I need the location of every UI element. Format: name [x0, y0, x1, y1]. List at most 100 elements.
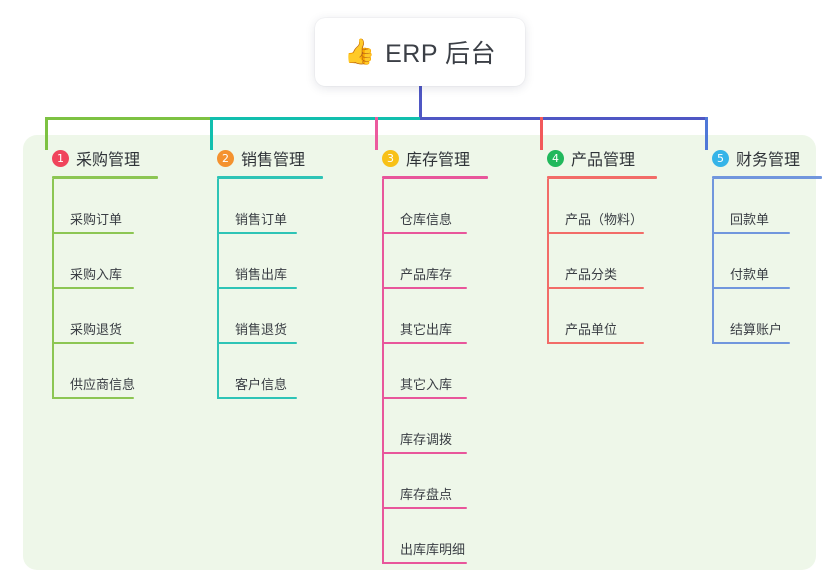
leaf-label: 库存盘点	[400, 487, 453, 502]
leaf-node[interactable]: 其它出库	[382, 289, 488, 344]
leaf-node[interactable]: 供应商信息	[52, 344, 158, 399]
leaf-node[interactable]: 产品分类	[547, 234, 657, 289]
leaf-label: 其它入库	[400, 377, 453, 392]
thumbs-up-icon: 👍	[343, 37, 376, 66]
leaf-rule	[382, 397, 467, 399]
branch-header-2[interactable]: 2 销售管理	[203, 146, 323, 170]
branch-title-2: 销售管理	[241, 152, 306, 169]
leaf-node[interactable]: 回款单	[712, 179, 822, 234]
leaf-rule	[382, 507, 467, 509]
leaf-label: 结算账户	[730, 322, 783, 337]
branch-title-4: 产品管理	[571, 152, 636, 169]
leaf-label: 销售订单	[235, 212, 288, 227]
root-stem-connector	[419, 86, 422, 120]
leaf-rule	[547, 232, 644, 234]
leaf-label: 产品库存	[400, 267, 453, 282]
leaf-label: 库存调拨	[400, 432, 453, 447]
leaf-label: 供应商信息	[70, 377, 136, 392]
branch-header-rule-4	[547, 176, 657, 179]
leaf-label: 采购入库	[70, 267, 123, 282]
leaf-rule	[217, 397, 297, 399]
leaf-node[interactable]: 出库库明细	[382, 509, 488, 564]
root-title: ERP 后台	[385, 40, 497, 68]
branch-drop-connector-5	[705, 117, 708, 150]
leaf-node[interactable]: 库存盘点	[382, 454, 488, 509]
branch-title-1: 采购管理	[76, 152, 141, 169]
branch-drop-connector-3	[375, 117, 378, 150]
branch-number-badge-1: 1	[52, 149, 69, 167]
branch-leaf-list-2: 销售订单销售出库销售退货客户信息	[203, 179, 323, 399]
branch-number-badge-4: 4	[547, 149, 564, 167]
branch-number-badge-2: 2	[217, 149, 234, 167]
branch-number-badge-3: 3	[382, 149, 399, 167]
leaf-node[interactable]: 采购退货	[52, 289, 158, 344]
leaf-label: 回款单	[730, 212, 770, 227]
leaf-rule	[382, 287, 467, 289]
branch-column-1: 1 采购管理采购订单采购入库采购退货供应商信息	[38, 146, 158, 399]
leaf-rule	[547, 342, 644, 344]
leaf-node[interactable]: 仓库信息	[382, 179, 488, 234]
leaf-node[interactable]: 付款单	[712, 234, 822, 289]
leaf-label: 产品分类	[565, 267, 618, 282]
branch-column-5: 5 财务管理回款单付款单结算账户	[698, 146, 822, 344]
branch-header-rule-5	[712, 176, 822, 179]
leaf-label: 采购退货	[70, 322, 123, 337]
leaf-rule	[52, 232, 134, 234]
branch-column-2: 2 销售管理销售订单销售出库销售退货客户信息	[203, 146, 323, 399]
leaf-node[interactable]: 产品（物料）	[547, 179, 657, 234]
leaf-label: 付款单	[730, 267, 770, 282]
leaf-node[interactable]: 销售出库	[217, 234, 323, 289]
branch-column-4: 4 产品管理产品（物料） 产品分类产品单位	[533, 146, 657, 344]
leaf-node[interactable]: 产品单位	[547, 289, 657, 344]
branch-drop-connector-4	[540, 117, 543, 150]
branches-panel	[23, 135, 816, 570]
leaf-label: 产品单位	[565, 322, 618, 337]
leaf-rule	[547, 287, 644, 289]
branch-column-3: 3 库存管理仓库信息产品库存其它出库其它入库库存调拨库存盘点出库库明细	[368, 146, 488, 564]
branch-title-3: 库存管理	[406, 152, 471, 169]
leaf-node[interactable]: 产品库存	[382, 234, 488, 289]
leaf-node[interactable]: 采购入库	[52, 234, 158, 289]
leaf-rule	[217, 342, 297, 344]
leaf-rule	[52, 397, 134, 399]
leaf-node[interactable]: 其它入库	[382, 344, 488, 399]
leaf-rule	[382, 452, 467, 454]
leaf-node[interactable]: 客户信息	[217, 344, 323, 399]
trunk-segment-right	[420, 117, 708, 120]
leaf-rule	[217, 287, 297, 289]
branch-header-1[interactable]: 1 采购管理	[38, 146, 158, 170]
leaf-rule	[217, 232, 297, 234]
branch-leaf-list-5: 回款单付款单结算账户	[698, 179, 822, 344]
leaf-rule	[52, 287, 134, 289]
branch-leaf-list-4: 产品（物料） 产品分类产品单位	[533, 179, 657, 344]
branch-header-3[interactable]: 3 库存管理	[368, 146, 488, 170]
trunk-segment-left	[45, 117, 210, 120]
leaf-label: 客户信息	[235, 377, 288, 392]
leaf-node[interactable]: 销售退货	[217, 289, 323, 344]
leaf-label: 其它出库	[400, 322, 453, 337]
branch-number-badge-5: 5	[712, 149, 729, 167]
branch-leaf-list-1: 采购订单采购入库采购退货供应商信息	[38, 179, 158, 399]
leaf-rule	[382, 232, 467, 234]
branch-drop-connector-2	[210, 117, 213, 150]
leaf-rule	[382, 342, 467, 344]
leaf-node[interactable]: 库存调拨	[382, 399, 488, 454]
branch-header-rule-1	[52, 176, 158, 179]
leaf-label: 销售退货	[235, 322, 288, 337]
branch-header-4[interactable]: 4 产品管理	[533, 146, 657, 170]
leaf-node[interactable]: 销售订单	[217, 179, 323, 234]
branch-title-5: 财务管理	[736, 152, 801, 169]
leaf-rule	[712, 287, 790, 289]
branch-header-rule-2	[217, 176, 323, 179]
leaf-label: 仓库信息	[400, 212, 453, 227]
branch-drop-connector-1	[45, 117, 48, 150]
leaf-rule	[712, 232, 790, 234]
branch-header-rule-3	[382, 176, 488, 179]
branch-header-5[interactable]: 5 财务管理	[698, 146, 822, 170]
leaf-rule	[382, 562, 467, 564]
leaf-node[interactable]: 结算账户	[712, 289, 822, 344]
leaf-node[interactable]: 采购订单	[52, 179, 158, 234]
leaf-rule	[712, 342, 790, 344]
root-node[interactable]: 👍 ERP 后台	[315, 18, 525, 86]
branch-leaf-list-3: 仓库信息产品库存其它出库其它入库库存调拨库存盘点出库库明细	[368, 179, 488, 564]
